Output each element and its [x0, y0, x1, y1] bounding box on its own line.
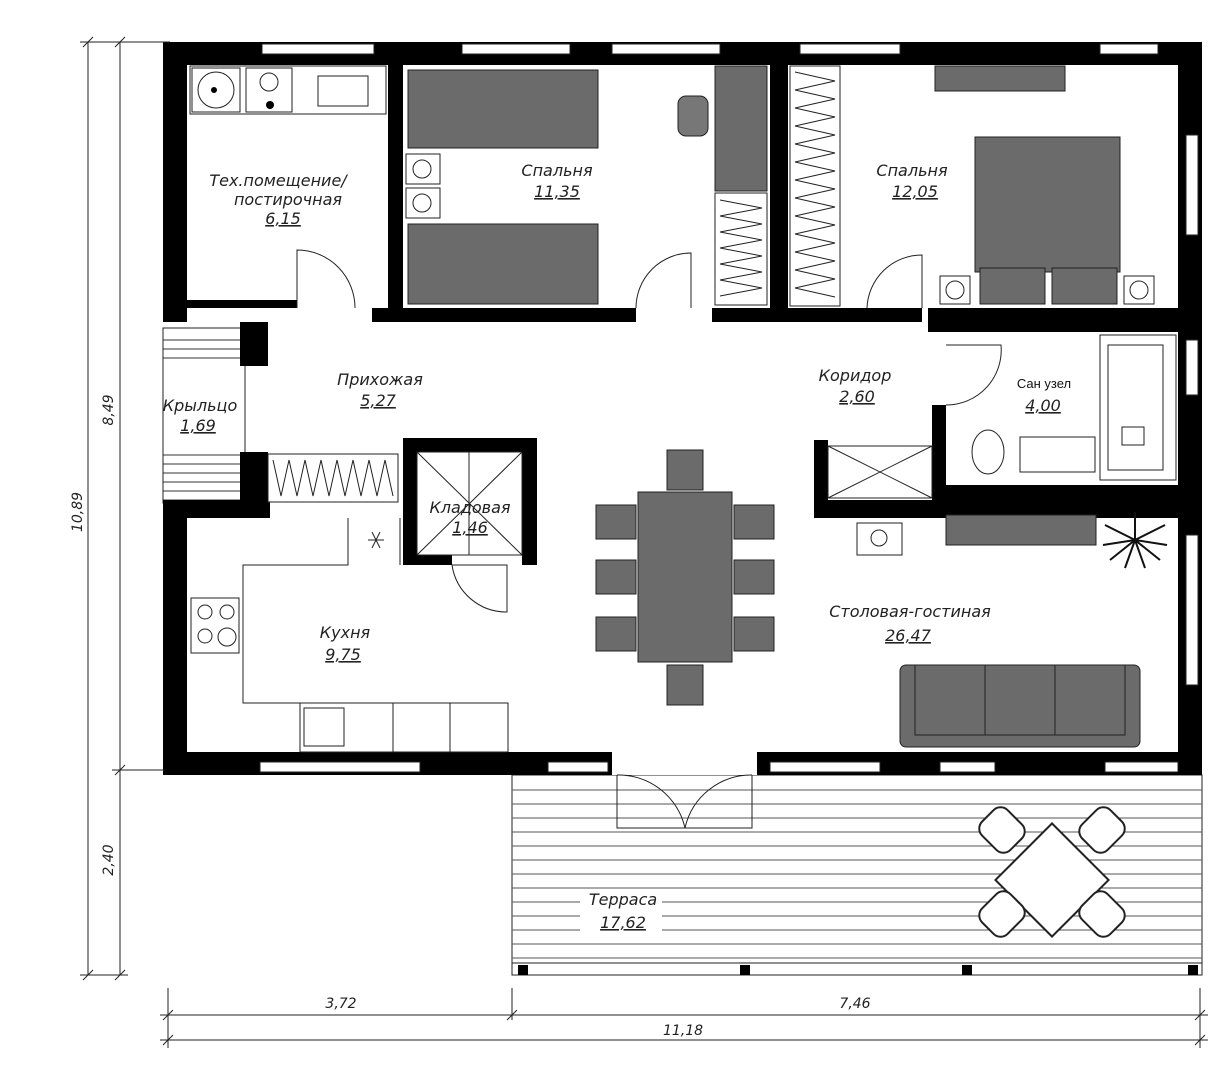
tech-room-name-2: постирочная	[234, 190, 342, 209]
interior-walls	[187, 65, 1178, 565]
dining-table	[595, 449, 775, 706]
hall-area: 5,27	[360, 391, 396, 410]
dim-width-total: 11,18	[663, 1023, 703, 1039]
tech-room-name: Тех.помещение/	[209, 171, 348, 190]
porch-stairs	[162, 327, 246, 504]
tech-room-area: 6,15	[265, 209, 301, 228]
room-labels: Тех.помещение/ постирочная 6,15 Спальня …	[163, 161, 1071, 934]
bedroom2-name: Спальня	[876, 161, 948, 180]
dim-height-main: 8,49	[101, 394, 117, 425]
kitchen-units	[190, 518, 509, 753]
bathroom-fixtures	[971, 334, 1177, 481]
dim-width-right: 7,46	[839, 996, 870, 1012]
living-furniture	[856, 512, 1168, 748]
pantry-name: Кладовая	[429, 498, 510, 517]
plant-icon	[1102, 512, 1168, 569]
bathroom-area: 4,00	[1025, 396, 1061, 415]
living-name: Столовая-гостиная	[829, 602, 991, 621]
kitchen-area: 9,75	[325, 645, 361, 664]
dimension-lines	[80, 36, 1208, 1048]
terrace-name: Терраса	[589, 890, 657, 909]
bathroom-name: Сан узел	[1017, 376, 1071, 391]
porch-name: Крыльцо	[163, 396, 238, 415]
laundry-appliances	[189, 65, 387, 115]
bedroom2-furniture	[789, 65, 1155, 307]
hall-name: Прихожая	[337, 370, 423, 389]
dim-height-terrace: 2,40	[101, 844, 117, 875]
doors	[296, 249, 1002, 829]
dimension-labels: 8,49 10,89 2,40 3,72 7,46 11,18	[70, 394, 871, 1039]
bedroom1-area: 11,35	[534, 182, 580, 201]
bedroom1-name: Спальня	[521, 161, 593, 180]
dim-width-left: 3,72	[325, 996, 356, 1012]
terrace-table-set	[978, 806, 1126, 938]
dim-height-total: 10,89	[70, 492, 86, 532]
hall-wardrobe	[267, 445, 933, 556]
bedroom2-area: 12,05	[892, 182, 938, 201]
living-area: 26,47	[885, 626, 932, 645]
terrace-area: 17,62	[600, 913, 646, 932]
corridor-name: Коридор	[819, 366, 892, 385]
pantry-area: 1,46	[452, 518, 488, 537]
kitchen-name: Кухня	[320, 623, 371, 642]
bedroom1-furniture	[405, 65, 768, 306]
windows	[259, 43, 1199, 775]
porch-area: 1,69	[180, 416, 216, 435]
corridor-area: 2,60	[839, 387, 875, 406]
